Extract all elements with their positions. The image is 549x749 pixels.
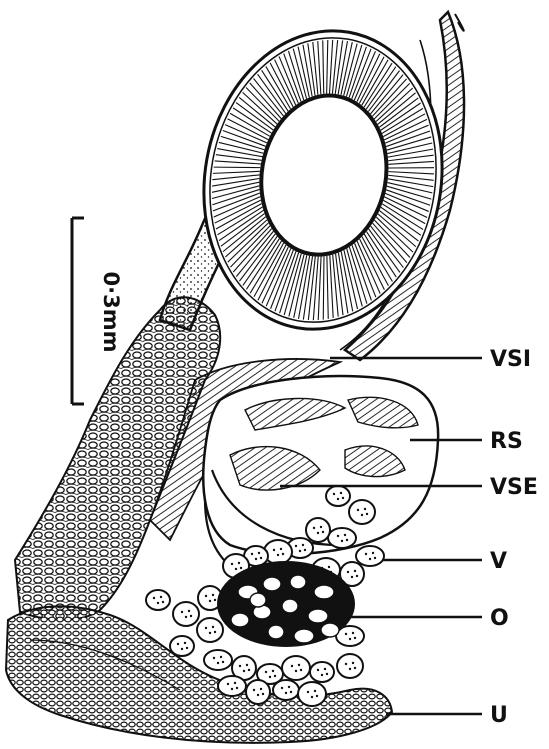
- vesicle: [264, 540, 292, 564]
- vesicle: [298, 682, 326, 706]
- organ-cell: [290, 575, 306, 589]
- organ-cell: [308, 609, 328, 623]
- ventral-sac: [203, 376, 438, 575]
- label-vse: VSE: [490, 475, 538, 500]
- vesicle: [246, 680, 270, 704]
- organ-cell: [263, 577, 281, 591]
- vesicle: [282, 656, 310, 680]
- organ-cell: [231, 613, 249, 627]
- scale-bar-label: 0·3mm: [99, 272, 123, 353]
- optic-ring: [181, 12, 466, 348]
- label-v: V: [490, 549, 507, 574]
- vesicle: [197, 618, 223, 642]
- organ-cell: [294, 629, 314, 643]
- vesicle: [218, 676, 246, 696]
- vesicle: [349, 500, 375, 524]
- vesicle: [273, 680, 299, 700]
- vesicle: [356, 546, 384, 566]
- vesicle: [326, 486, 350, 506]
- organ-cell: [268, 625, 284, 639]
- vesicle: [337, 654, 363, 678]
- label-u: U: [490, 703, 508, 728]
- vesicle: [306, 518, 330, 542]
- organ-cell: [250, 593, 266, 607]
- vesicle: [173, 602, 199, 626]
- vesicle: [310, 662, 334, 682]
- vesicle: [170, 636, 194, 656]
- label-vsi: VSI: [490, 347, 531, 372]
- vesicle: [204, 650, 232, 670]
- vesicle: [328, 528, 356, 548]
- organ-cell: [321, 623, 339, 637]
- vesicle: [146, 590, 170, 610]
- label-o: O: [490, 606, 509, 631]
- organ-cell: [314, 585, 334, 599]
- labels: VSI RS VSE V O U: [490, 347, 538, 728]
- dark-organ: [218, 562, 354, 646]
- organ-cell: [282, 599, 298, 613]
- label-rs: RS: [490, 429, 523, 454]
